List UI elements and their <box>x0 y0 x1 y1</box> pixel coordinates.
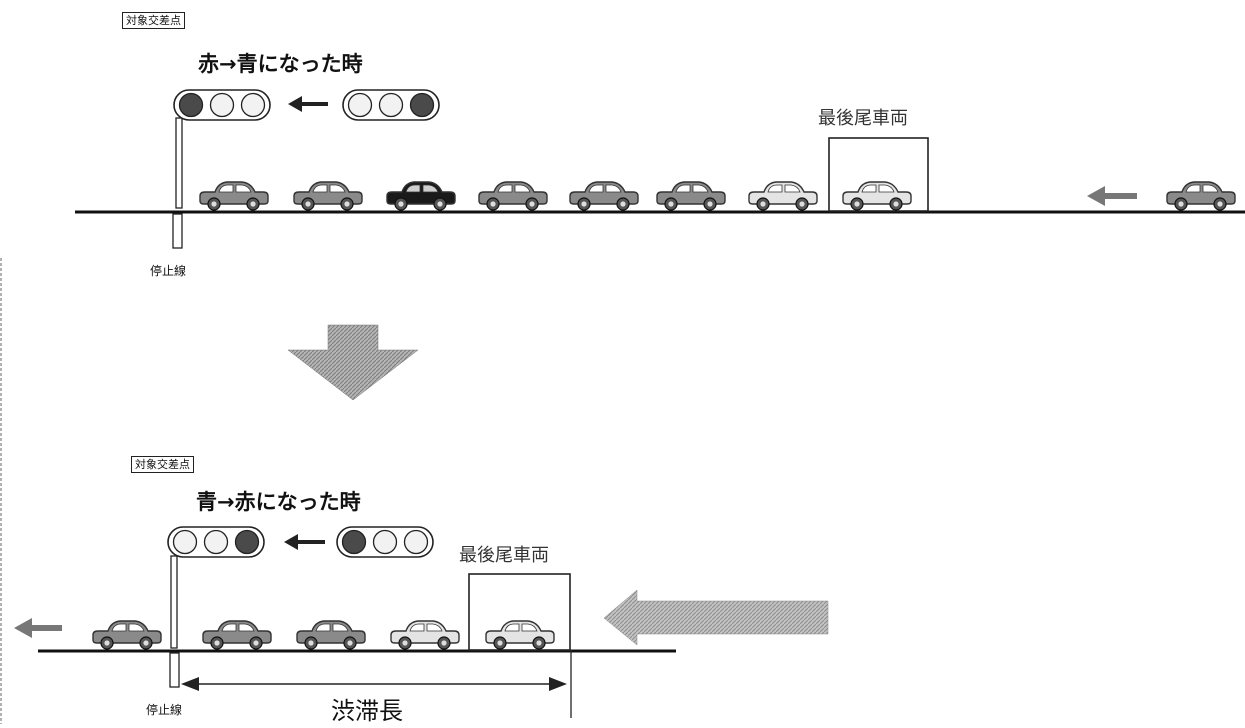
target-intersection-tag-bottom: 対象交差点 <box>131 456 194 473</box>
car-top <box>478 181 548 211</box>
car-bottom <box>390 620 460 650</box>
last-vehicle-car-top <box>842 181 912 211</box>
jam-length-arrowhead-left <box>181 677 199 691</box>
stop-line-label-top: 停止線 <box>150 264 187 278</box>
incoming-traffic-arrow <box>603 589 829 646</box>
title-green-to-red: 青→赤になった時 <box>196 490 361 514</box>
signal-pole-bottom <box>170 555 178 649</box>
last-vehicle-label-top: 最後尾車両 <box>818 108 908 129</box>
target-intersection-tag-top: 対象交差点 <box>122 12 185 29</box>
signal-pole-top <box>175 117 183 209</box>
car-bottom <box>92 620 162 650</box>
car-top <box>386 181 456 211</box>
departing-car-arrow <box>14 618 62 638</box>
last-vehicle-frame-bottom <box>468 573 571 651</box>
car-top <box>656 181 726 211</box>
car-top <box>199 181 269 211</box>
car-top <box>293 181 363 211</box>
transition-down-arrow <box>287 324 419 401</box>
traffic-signal-top-new <box>173 89 271 121</box>
car-top <box>748 181 818 211</box>
car-bottom <box>202 620 272 650</box>
stop-line-label-bottom: 停止線 <box>146 703 183 717</box>
last-vehicle-label-bottom: 最後尾車両 <box>459 545 549 566</box>
car-bottom <box>296 620 366 650</box>
jam-length-arrowhead-right <box>549 677 567 691</box>
traffic-signal-top-old <box>342 89 440 121</box>
last-vehicle-car-bottom <box>485 620 555 650</box>
approaching-car-arrow <box>1087 186 1137 206</box>
traffic-signal-bottom-old <box>336 526 434 558</box>
traffic-signal-bottom-new <box>167 526 265 558</box>
last-vehicle-frame-top <box>828 137 929 212</box>
stop-line-marker-top <box>172 213 183 249</box>
jam-length-label: 渋滞長 <box>331 697 403 725</box>
stop-line-marker-bottom <box>169 652 180 688</box>
title-red-to-green: 赤→青になった時 <box>198 52 363 76</box>
signal-change-arrow-bottom <box>284 534 325 550</box>
signal-change-arrow-top <box>288 96 328 112</box>
car-top <box>569 181 639 211</box>
car-top <box>1166 181 1236 211</box>
